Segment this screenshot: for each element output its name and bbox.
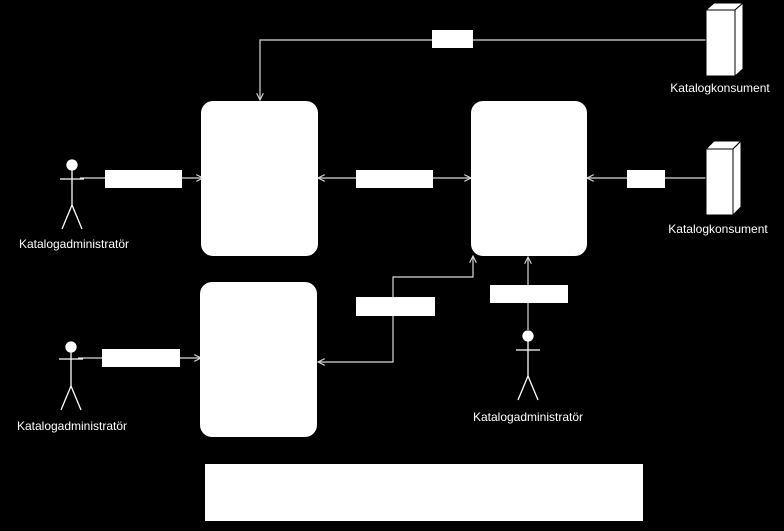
consumer-label-middle: Katalogkonsument xyxy=(668,222,768,236)
connector-label-box3-box2 xyxy=(356,297,435,316)
stick-figure-actor-icon xyxy=(59,341,83,411)
connector-label-box1-box2 xyxy=(356,170,433,188)
connector-top-consumer-to-box1 xyxy=(260,39,706,100)
connector-box3-to-box2 xyxy=(318,256,473,362)
server-box-icon xyxy=(704,1,745,78)
server-box-icon xyxy=(704,139,743,217)
stick-figure-actor-icon xyxy=(60,159,84,230)
bottom-banner-box xyxy=(205,464,643,521)
connector-label-admin-center xyxy=(490,285,568,303)
consumer-label-top: Katalogkonsument xyxy=(670,81,770,95)
connector-label-top xyxy=(432,30,473,48)
component-box-lower-left xyxy=(200,282,317,437)
connector-label-admin-box3 xyxy=(102,349,180,367)
stick-figure-actor-icon xyxy=(516,330,540,401)
connector-labels xyxy=(102,30,665,367)
actor-label-center-bottom: Katalogadministratör xyxy=(473,410,583,424)
actor-label-left-bottom: Katalogadministratör xyxy=(17,419,127,433)
actor-label-left-top: Katalogadministratör xyxy=(19,237,129,251)
component-box-upper-right xyxy=(471,101,587,256)
connector-label-consumer-box2 xyxy=(627,170,665,188)
connector-label-admin-box1 xyxy=(105,170,182,188)
component-box-upper-left xyxy=(201,101,318,256)
